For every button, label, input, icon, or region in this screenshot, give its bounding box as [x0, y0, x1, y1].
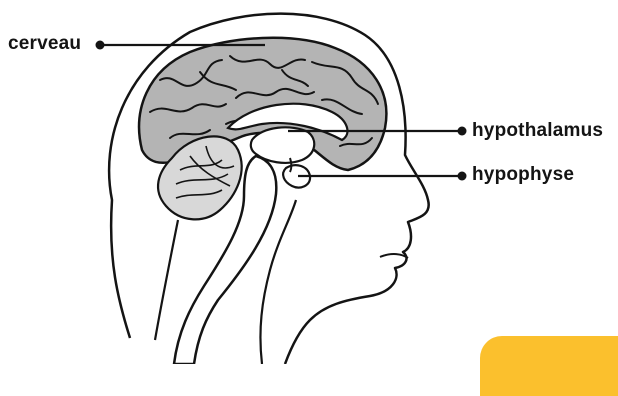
label-hypothalamus: hypothalamus	[472, 121, 603, 140]
label-cerveau: cerveau	[8, 34, 81, 53]
leader-hypothalamus-dot	[458, 127, 467, 136]
leader-hypophyse-dot	[458, 172, 467, 181]
label-hypophyse: hypophyse	[472, 165, 574, 184]
leader-cerveau-dot	[96, 41, 105, 50]
corner-accent-tab	[480, 336, 618, 396]
diagram-canvas: cerveau hypothalamus hypophyse	[0, 0, 618, 364]
